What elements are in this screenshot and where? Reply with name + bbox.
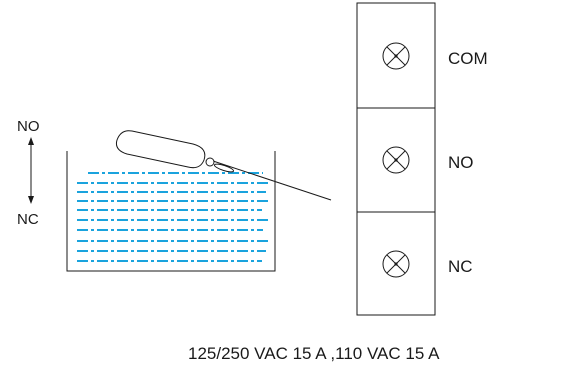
terminal-screw-icon xyxy=(382,146,410,174)
electrical-rating: 125/250 VAC 15 A ,110 VAC 15 A xyxy=(188,344,440,363)
arrow-down-icon xyxy=(28,196,34,204)
tank xyxy=(66,151,276,272)
terminal-screw-icon xyxy=(382,250,410,278)
terminal-no: NO xyxy=(382,146,474,174)
water-lines xyxy=(77,172,268,262)
terminal-screw-icon xyxy=(382,42,410,70)
terminal-block: COM NO NC xyxy=(356,2,488,316)
direction-label-no: NO xyxy=(17,118,40,135)
float-body xyxy=(116,130,206,169)
terminal-label-nc: NC xyxy=(448,257,473,276)
tank-outline xyxy=(66,151,276,272)
float-switch xyxy=(116,130,332,201)
float-connector xyxy=(213,163,235,173)
float-cable xyxy=(209,159,332,201)
arrow-up-icon xyxy=(28,137,34,145)
direction-label-nc: NC xyxy=(17,211,39,228)
terminal-nc: NC xyxy=(382,250,473,278)
direction-indicator: NO NC xyxy=(17,118,40,228)
float-pivot xyxy=(205,157,215,167)
terminal-label-no: NO xyxy=(448,153,474,172)
terminal-com: COM xyxy=(382,42,488,70)
terminal-label-com: COM xyxy=(448,49,488,68)
